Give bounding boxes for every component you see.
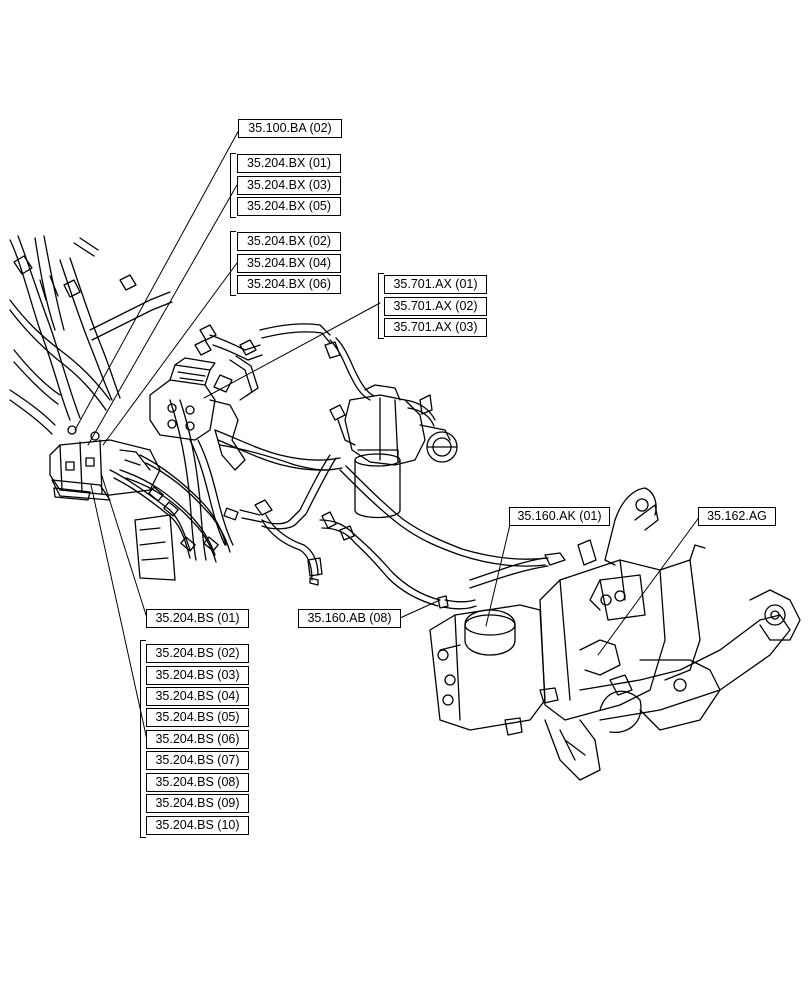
callout-35-204-bs-10: 35.204.BS (10) <box>146 816 249 835</box>
valve-bank-hose-bundle <box>9 235 263 581</box>
callout-35-204-bx-01: 35.204.BX (01) <box>237 154 341 173</box>
callout-35-204-bs-09: 35.204.BS (09) <box>146 794 249 813</box>
callout-35-204-bx-02: 35.204.BX (02) <box>237 232 341 251</box>
callout-35-204-bs-06: 35.204.BS (06) <box>146 730 249 749</box>
callout-35-204-bx-05: 35.204.BX (05) <box>237 197 341 216</box>
callout-35-204-bs-08: 35.204.BS (08) <box>146 773 249 792</box>
filter-pump-unit <box>329 384 458 519</box>
callout-35-204-bs-03: 35.204.BS (03) <box>146 666 249 685</box>
callout-35-204-bs-01: 35.204.BS (01) <box>146 609 249 628</box>
callout-35-701-ax-03: 35.701.AX (03) <box>384 318 487 337</box>
callout-35-204-bs-05: 35.204.BS (05) <box>146 708 249 727</box>
callout-group-bracket-ax <box>378 273 384 339</box>
callout-35-160-ab-08: 35.160.AB (08) <box>298 609 401 628</box>
callout-35-204-bs-07: 35.204.BS (07) <box>146 751 249 770</box>
callout-35-701-ax-01: 35.701.AX (01) <box>384 275 487 294</box>
callout-35-204-bs-02: 35.204.BS (02) <box>146 644 249 663</box>
callout-35-100-ba-02: 35.100.BA (02) <box>238 119 342 138</box>
callout-group-bracket-bx-even <box>230 231 236 296</box>
callout-35-160-ak-01: 35.160.AK (01) <box>509 507 610 526</box>
callout-35-204-bx-04: 35.204.BX (04) <box>237 254 341 273</box>
rear-hitch-assembly <box>429 487 801 781</box>
callout-35-204-bs-04: 35.204.BS (04) <box>146 687 249 706</box>
callout-35-162-ag: 35.162.AG <box>698 507 776 526</box>
top-manifold <box>149 323 331 471</box>
callout-35-701-ax-02: 35.701.AX (02) <box>384 297 487 316</box>
callout-35-204-bx-03: 35.204.BX (03) <box>237 176 341 195</box>
callout-35-204-bx-06: 35.204.BX (06) <box>237 275 341 294</box>
leader-lines <box>74 127 701 741</box>
callout-group-bracket-bx-odd <box>230 153 236 218</box>
callout-group-bracket-bs <box>140 640 146 838</box>
supply-lines <box>214 337 566 610</box>
